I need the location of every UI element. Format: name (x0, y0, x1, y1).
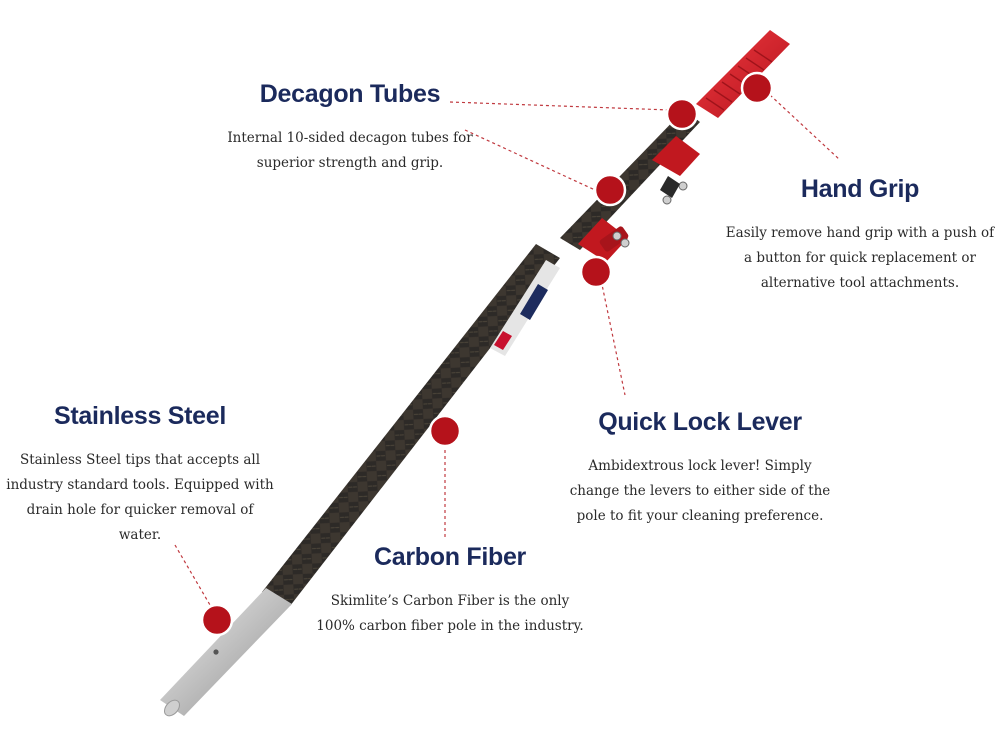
callout-description: Ambidextrous lock lever! Simply change t… (569, 458, 831, 524)
leader-lines (174, 94, 841, 606)
leader-decagon-upper (449, 101, 671, 111)
callout-title: Quick Lock Lever (598, 408, 802, 436)
callout-title: Decagon Tubes (259, 80, 441, 108)
carbon-tube-lower (262, 244, 560, 606)
callout-stainless-steel: Stainless Steel Stainless Steel tips tha… (0, 402, 280, 548)
markers (200, 71, 774, 637)
marker-decagon-lower (593, 173, 627, 207)
callout-title: Hand Grip (800, 175, 920, 203)
callout-description: Skimlite’s Carbon Fiber is the only 100%… (316, 593, 584, 634)
carbon-tube-upper (560, 110, 700, 250)
marker-decagon-upper (665, 97, 699, 131)
marker-hand-grip (740, 71, 774, 105)
callout-carbon-fiber: Carbon Fiber Skimlite’s Carbon Fiber is … (300, 543, 600, 639)
callout-title: Stainless Steel (54, 402, 226, 430)
callout-title: Carbon Fiber (374, 543, 526, 571)
marker-quick-lock (579, 255, 613, 289)
drain-hole (213, 649, 219, 655)
callout-description: Easily remove hand grip with a push of a… (725, 225, 995, 291)
marker-carbon-fiber (428, 414, 462, 448)
pole (160, 30, 790, 717)
callout-hand-grip: Hand Grip Easily remove hand grip with a… (715, 175, 1000, 296)
upper-lock-collar (652, 136, 700, 176)
leader-stainless-steel (174, 544, 211, 606)
leader-hand-grip (769, 94, 841, 161)
marker-stainless-steel (200, 603, 234, 637)
hand-grip (696, 30, 790, 118)
callout-quick-lock-lever: Quick Lock Lever Ambidextrous lock lever… (555, 408, 845, 529)
leader-quick-lock (599, 274, 626, 396)
callout-decagon-tubes: Decagon Tubes Internal 10-sided decagon … (200, 80, 500, 176)
callout-description: Internal 10-sided decagon tubes for supe… (227, 130, 473, 171)
stainless-tip (160, 588, 292, 716)
callout-description: Stainless Steel tips that accepts all in… (6, 452, 274, 543)
